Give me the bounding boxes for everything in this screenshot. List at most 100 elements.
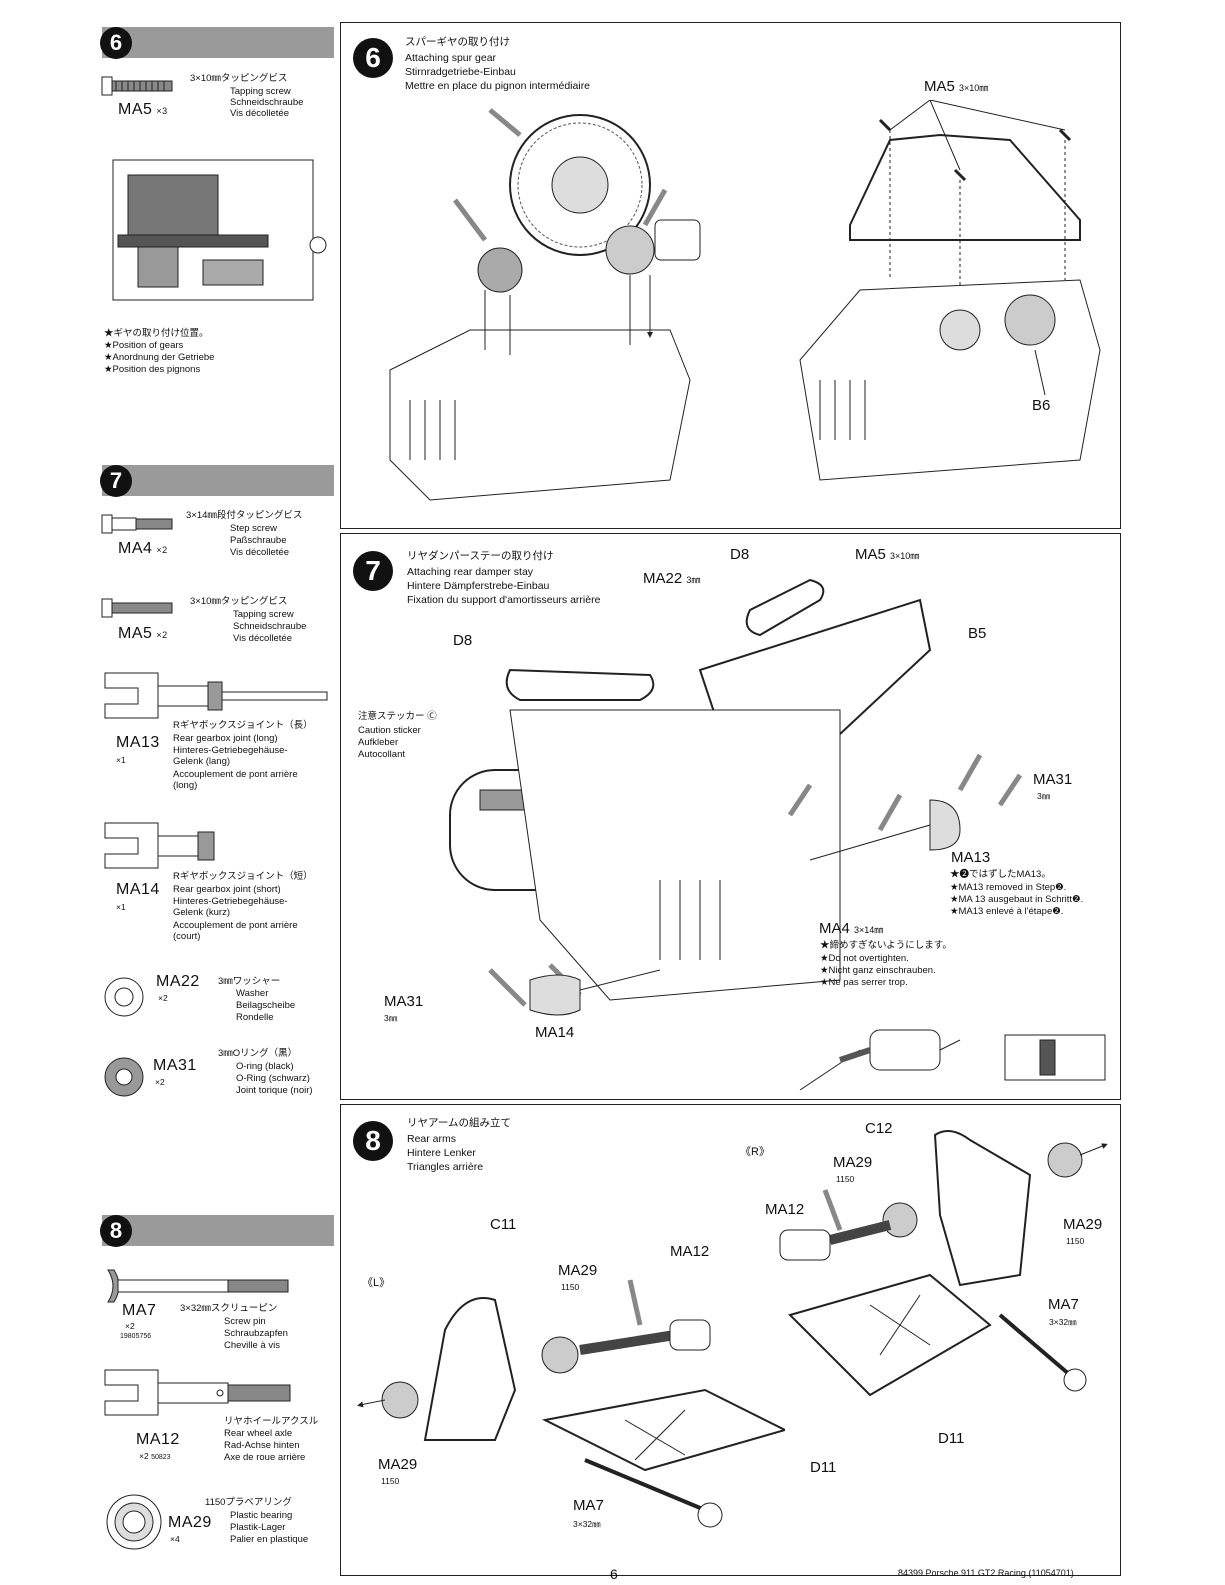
panel8-ma7b-label: MA7 bbox=[1048, 1296, 1079, 1313]
part-code-ma14: MA14 bbox=[116, 881, 160, 898]
screw-ma4-icon bbox=[101, 514, 173, 534]
part-code-ma4: MA4×2 bbox=[118, 540, 168, 557]
ma22-de: Beilagscheibe bbox=[236, 1000, 296, 1011]
sticker-fr: Autocollant bbox=[358, 749, 406, 760]
ma31-en: O-ring (black) bbox=[236, 1061, 294, 1072]
panel8-ma29d-num: 1150 bbox=[1066, 1236, 1085, 1246]
step6-number: 6 bbox=[100, 27, 132, 59]
panel7-ma31-right-size: 3㎜ bbox=[1037, 791, 1051, 801]
ma12-de: Rad-Achse hinten bbox=[224, 1440, 300, 1451]
panel7-ma13-label: MA13 bbox=[951, 849, 991, 866]
ma22-fr: Rondelle bbox=[236, 1012, 274, 1023]
ma29-en: Plastic bearing bbox=[230, 1510, 293, 1521]
ma12-qty: ×2 50823 bbox=[139, 1451, 171, 1461]
panel8-ma7a-size: 3×32㎜ bbox=[573, 1519, 601, 1529]
panel7-title-en: Attaching rear damper stay bbox=[407, 566, 534, 578]
ma12-ja: リヤホイールアクスル bbox=[224, 1416, 319, 1427]
rear-arm-right-drawing bbox=[779, 1130, 1108, 1397]
panel7-title-ja: リヤダンパーステーの取り付け bbox=[407, 550, 554, 562]
panel7-ma31-right: MA31 bbox=[1033, 771, 1073, 788]
ma13-note-en: ★MA13 removed in Step❷. bbox=[950, 882, 1067, 893]
screwpin-ma7-icon bbox=[107, 1269, 289, 1303]
model-info: 84399 Porsche 911 GT2 Racing (11054701) bbox=[898, 1568, 1074, 1578]
ma4-ja: 3×14㎜段付タッピングビス bbox=[186, 510, 303, 521]
ma13-note-fr: ★MA13 enlevé à l'étape❷. bbox=[950, 906, 1064, 917]
step7-bar bbox=[102, 465, 334, 496]
step8-number: 8 bbox=[100, 1215, 132, 1247]
ma5-de: Schneidschraube bbox=[230, 97, 304, 108]
ma4-note-de: ★Nicht ganz einschrauben. bbox=[820, 965, 936, 976]
ma31-fr: Joint torique (noir) bbox=[236, 1085, 313, 1096]
ma4-de: Paßschraube bbox=[230, 535, 287, 546]
axle-ma12-icon bbox=[104, 1369, 291, 1416]
ma29-fr: Palier en plastique bbox=[230, 1534, 309, 1545]
panel7-title-de: Hintere Dämpferstrebe-Einbau bbox=[407, 580, 550, 592]
gear-position-diagram bbox=[112, 159, 327, 301]
ma5b-ja: 3×10㎜タッピングビス bbox=[190, 596, 288, 607]
ma14-en: Rear gearbox joint (short) bbox=[173, 884, 281, 895]
ma5b-fr: Vis décolletée bbox=[233, 633, 292, 644]
ma4-en: Step screw bbox=[230, 523, 277, 534]
ma13-fr: Accouplement de pont arrière (long) bbox=[173, 769, 298, 791]
panel7-ma4-label: MA4 3×14㎜ bbox=[819, 920, 884, 937]
panel8-ma7a-label: MA7 bbox=[573, 1497, 604, 1514]
ma14-qty: ×1 bbox=[116, 902, 126, 912]
panel8-ma29c-label: MA29 bbox=[833, 1154, 873, 1171]
spur-gear-assembly-drawing bbox=[389, 108, 701, 501]
ma7-en: Screw pin bbox=[224, 1316, 266, 1327]
ma22-en: Washer bbox=[236, 988, 269, 999]
panel8-ma29d-label: MA29 bbox=[1063, 1216, 1103, 1233]
rear-damper-stay-drawing bbox=[449, 578, 1106, 1090]
gear-note-en: ★Position of gears bbox=[104, 340, 184, 351]
panel6-title-fr: Mettre en place du pignon intermédiaire bbox=[405, 80, 591, 92]
ma5b-de: Schneidschraube bbox=[233, 621, 307, 632]
ma4-fr: Vis décolletée bbox=[230, 547, 289, 558]
ma4-note-fr: ★Ne pas serrer trop. bbox=[820, 977, 908, 988]
panel8-d11a-label: D11 bbox=[810, 1459, 837, 1476]
panel8-ma12b-label: MA12 bbox=[765, 1201, 805, 1218]
ma5b-en: Tapping screw bbox=[233, 609, 294, 620]
panel7-ma5-label: MA5 3×10㎜ bbox=[855, 546, 920, 563]
part-code-ma7: MA7 bbox=[122, 1302, 157, 1319]
panel8-d11b-label: D11 bbox=[938, 1430, 965, 1447]
panel7-number: 7 bbox=[353, 551, 393, 591]
panel8-ma29c-num: 1150 bbox=[836, 1174, 855, 1184]
panel7-title-fr: Fixation du support d'amortisseurs arriè… bbox=[407, 594, 601, 606]
panel7-d8-left: D8 bbox=[453, 632, 473, 649]
ma13-ja: Rギヤボックスジョイント（長） bbox=[173, 720, 313, 731]
ma14-fr: Accouplement de pont arrière (court) bbox=[173, 920, 298, 942]
ma22-ja: 3㎜ワッシャー bbox=[218, 976, 281, 987]
ma13-en: Rear gearbox joint (long) bbox=[173, 733, 278, 744]
sticker-de: Aufkleber bbox=[358, 737, 399, 748]
ma7-partnum: 19805756 bbox=[120, 1333, 152, 1340]
ma31-de: O-Ring (schwarz) bbox=[236, 1073, 310, 1084]
panel8-c12-label: C12 bbox=[865, 1120, 893, 1137]
panel6-title-en: Attaching spur gear bbox=[405, 52, 497, 64]
ma29-de: Plastik-Lager bbox=[230, 1522, 286, 1533]
ma29-ja: 1150プラベアリング bbox=[205, 1497, 292, 1508]
rear-arm-left-drawing bbox=[357, 1279, 785, 1528]
panel6-title-ja: スパーギヤの取り付け bbox=[405, 36, 510, 48]
panel7-b5-label: B5 bbox=[968, 625, 987, 642]
panel8-ma29b-num: 1150 bbox=[381, 1476, 400, 1486]
ma5-en: Tapping screw bbox=[230, 86, 291, 97]
step8-bar bbox=[102, 1215, 334, 1246]
page-number: 6 bbox=[610, 1566, 618, 1582]
ma13-note-de: ★MA 13 ausgebaut in Schritt❷. bbox=[950, 894, 1084, 905]
gear-note-ja: ★ギヤの取り付け位置。 bbox=[104, 328, 209, 339]
part-code-ma5: MA5×3 bbox=[118, 101, 168, 118]
panel8-left-marker: 《L》 bbox=[362, 1277, 391, 1289]
panel8-title-en: Rear arms bbox=[407, 1133, 457, 1145]
part-code-ma31: MA31 bbox=[153, 1057, 197, 1074]
ma22-qty: ×2 bbox=[158, 993, 168, 1003]
joint-ma13-icon bbox=[104, 672, 328, 719]
ma7-ja: 3×32㎜スクリューピン bbox=[180, 1303, 278, 1314]
sticker-ja: 注意ステッカー Ⓒ bbox=[358, 711, 437, 722]
panel8-c11-label: C11 bbox=[490, 1216, 517, 1233]
part-code-ma22: MA22 bbox=[156, 973, 200, 990]
ma7-qty: ×2 bbox=[125, 1321, 135, 1331]
panel8-ma29a-num: 1150 bbox=[561, 1282, 580, 1292]
panel7-ma31-left: MA31 bbox=[384, 993, 424, 1010]
ma7-fr: Cheville à vis bbox=[224, 1340, 280, 1351]
panel6-ma5-label: MA5 3×10㎜ bbox=[924, 78, 989, 95]
